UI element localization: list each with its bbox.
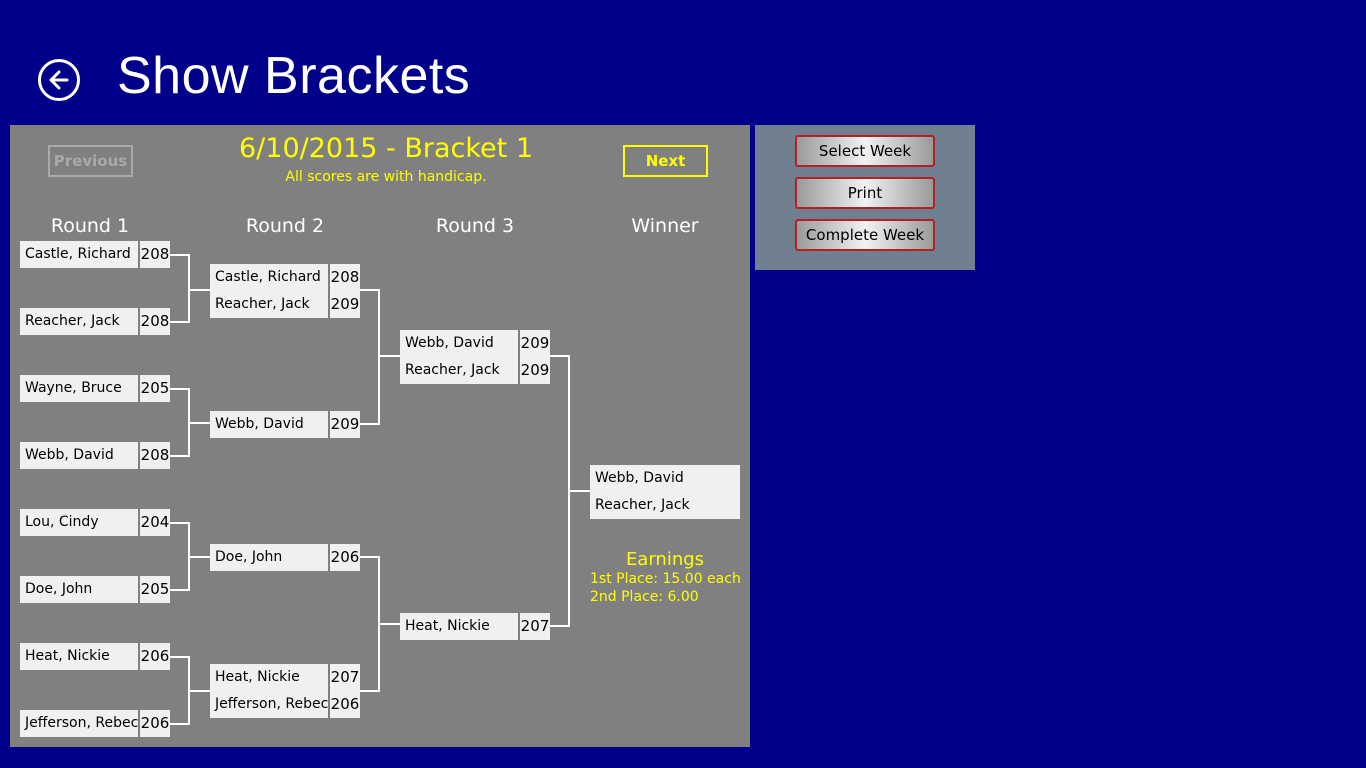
round-2-label: Round 2 — [245, 215, 325, 237]
round1-player-score: 208 — [140, 241, 170, 268]
round2-player-name: Reacher, Jack — [215, 296, 310, 312]
round1-player-score: 205 — [140, 375, 170, 402]
round3-player-score: 207 — [520, 613, 550, 640]
page-title: Show Brackets — [117, 47, 471, 105]
previous-button[interactable]: Previous — [48, 145, 133, 177]
earnings-title: Earnings — [625, 549, 705, 570]
round1-player-name: Jefferson, Rebecca — [20, 710, 138, 737]
complete-week-button[interactable]: Complete Week — [795, 219, 935, 251]
bracket-panel: Previous 6/10/2015 - Bracket 1 All score… — [10, 125, 750, 747]
round2-player-score: 207 — [330, 668, 360, 686]
round1-player-score: 206 — [140, 643, 170, 670]
round1-player-score: 208 — [140, 442, 170, 469]
round1-player-score: 205 — [140, 576, 170, 603]
round3-match-scores: 209 209 — [520, 330, 550, 384]
round3-player-score: 209 — [520, 361, 550, 379]
select-week-button[interactable]: Select Week — [795, 135, 935, 167]
round3-player-name: Webb, David — [405, 335, 494, 351]
winner-name: Reacher, Jack — [595, 497, 690, 513]
round1-player-name: Heat, Nickie — [20, 643, 138, 670]
round1-player-name: Lou, Cindy — [20, 509, 138, 536]
round1-player-score: 206 — [140, 710, 170, 737]
round2-player-name: Doe, John — [210, 544, 328, 571]
round1-player-score: 204 — [140, 509, 170, 536]
round1-player-name: Webb, David — [20, 442, 138, 469]
round2-player-score: 208 — [330, 268, 360, 286]
round2-player-name: Heat, Nickie — [215, 669, 300, 685]
print-button[interactable]: Print — [795, 177, 935, 209]
round2-match-names: Castle, Richard Reacher, Jack — [210, 264, 328, 318]
round-3-label: Round 3 — [435, 215, 515, 237]
bracket-subtitle: All scores are with handicap. — [285, 169, 487, 185]
round1-player-name: Castle, Richard — [20, 241, 138, 268]
round2-player-score: 206 — [330, 695, 360, 713]
round1-player-name: Doe, John — [20, 576, 138, 603]
round2-player-name: Jefferson, Rebecca — [215, 696, 328, 712]
actions-panel: Select Week Print Complete Week — [755, 125, 975, 270]
round2-match-names: Heat, Nickie Jefferson, Rebecca — [210, 664, 328, 718]
round1-player-name: Wayne, Bruce — [20, 375, 138, 402]
round2-player-score: 209 — [330, 411, 360, 438]
round1-player-score: 208 — [140, 308, 170, 335]
winner-name: Webb, David — [595, 470, 684, 486]
back-button[interactable] — [38, 59, 80, 101]
round3-match-names: Webb, David Reacher, Jack — [400, 330, 518, 384]
winner-box: Webb, David Reacher, Jack — [590, 465, 740, 519]
round2-player-name: Castle, Richard — [215, 269, 321, 285]
round-1-label: Round 1 — [50, 215, 130, 237]
round3-player-name: Heat, Nickie — [400, 613, 518, 640]
winner-label: Winner — [631, 215, 699, 237]
bracket-lines — [170, 254, 590, 725]
next-button[interactable]: Next — [623, 145, 708, 177]
round2-match-scores: 208 209 — [330, 264, 360, 318]
round2-player-score: 209 — [330, 295, 360, 313]
round3-player-score: 209 — [520, 334, 550, 352]
round3-player-name: Reacher, Jack — [405, 362, 500, 378]
bracket-title: 6/10/2015 - Bracket 1 — [239, 133, 533, 164]
round1-player-name: Reacher, Jack — [20, 308, 138, 335]
earnings-first-place: 1st Place: 15.00 each — [590, 571, 741, 587]
round2-player-name: Webb, David — [210, 411, 328, 438]
round2-match-scores: 207 206 — [330, 664, 360, 718]
back-arrow-icon — [49, 70, 69, 90]
round2-player-score: 206 — [330, 544, 360, 571]
earnings-second-place: 2nd Place: 6.00 — [590, 589, 699, 605]
